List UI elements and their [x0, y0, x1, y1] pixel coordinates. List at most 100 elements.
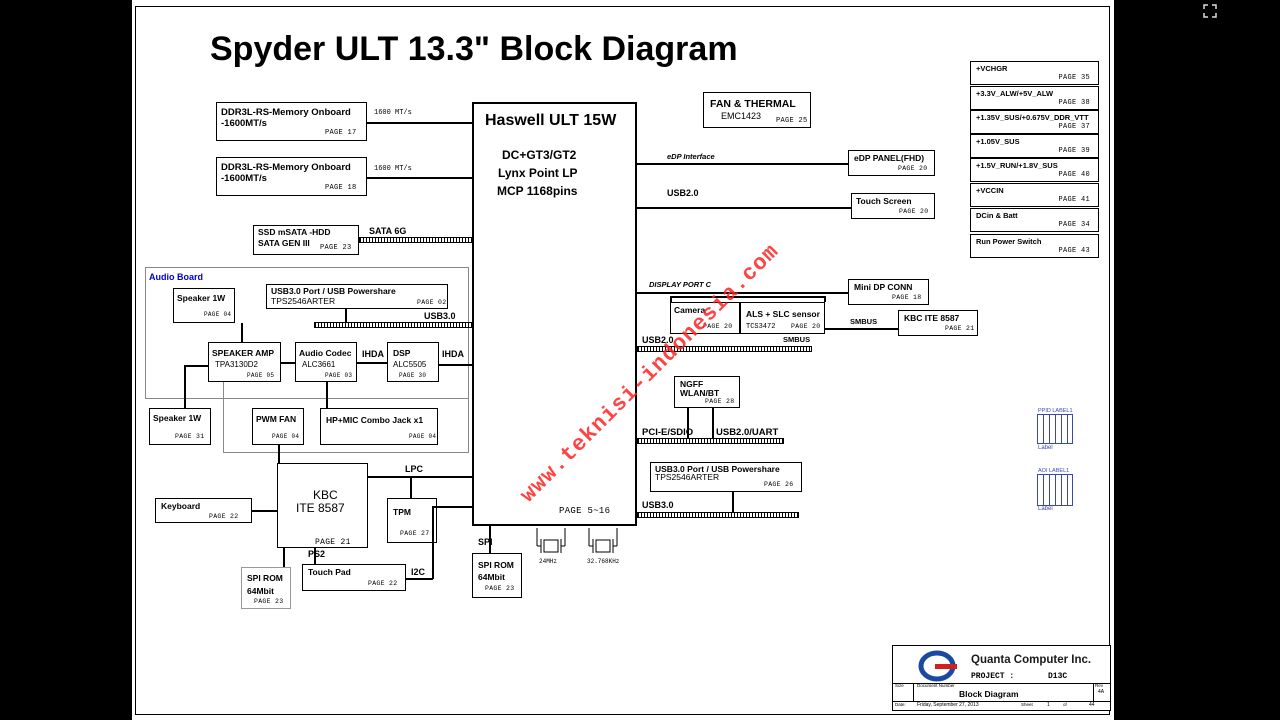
tpm-title: TPM	[393, 507, 411, 517]
spi-rom-left-title: SPI ROM	[247, 573, 283, 583]
minidp-title: Mini DP CONN	[854, 282, 913, 292]
memory-2-page: PAGE 18	[325, 184, 357, 192]
usb3-bottom-label: USB3.0	[642, 500, 674, 510]
usb3-top-sub: TPS2546ARTER	[271, 296, 336, 306]
audio-codec-title: Audio Codec	[299, 348, 352, 358]
usb3-bottom-title: USB3.0 Port / USB Powershare	[655, 464, 780, 474]
kbc-page: PAGE 21	[315, 538, 351, 547]
usb20-label-2: USB2.0	[642, 335, 674, 345]
usb3-top-label: USB3.0	[424, 311, 456, 321]
camera-title: Camera	[674, 305, 706, 315]
memory-2-box: DDR3L-RS-Memory Onboard -1600MT/s PAGE 1…	[216, 157, 367, 196]
usb3-top-bus	[314, 322, 472, 328]
kbc-title: KBC	[313, 488, 338, 502]
dsp-title: DSP	[393, 348, 411, 358]
combo-jack-box: HP+MIC Combo Jack x1 PAGE 04	[320, 408, 438, 445]
touchscreen-page: PAGE 20	[899, 208, 929, 215]
speaker-amp-sub: TPA3130D2	[215, 360, 258, 369]
memory-1-page: PAGE 17	[325, 129, 357, 137]
ssd-page: PAGE 23	[320, 244, 352, 252]
fan-thermal-box: FAN & THERMAL EMC1423 PAGE 25	[703, 92, 811, 128]
spi-rom-left-box: SPI ROM 64Mbit PAGE 23	[241, 567, 291, 609]
usb20-bus	[637, 346, 812, 352]
ngff-title: NGFF	[680, 379, 704, 389]
pcie-bus	[637, 438, 784, 444]
memory-1-title: DDR3L-RS-Memory Onboard	[221, 107, 351, 118]
speaker-1-page: PAGE 04	[204, 311, 232, 318]
power-rail-name: Run Power Switch	[976, 237, 1042, 246]
spi-rom-center-sub: 64Mbit	[478, 572, 505, 582]
power-rail-name: +1.35V_SUS/+0.675V_DDR_VTT	[976, 113, 1089, 122]
of-label: of	[1063, 702, 1067, 707]
power-rail-name: DCin & Batt	[976, 211, 1018, 220]
fan-title: FAN & THERMAL	[710, 98, 796, 110]
touchscreen-title: Touch Screen	[856, 196, 912, 206]
aoi-sub: Label	[1038, 506, 1053, 512]
sata-bus	[359, 237, 472, 243]
fan-page: PAGE 25	[776, 117, 808, 125]
project-label: PROJECT :	[971, 672, 1015, 681]
spi-rom-center-box: SPI ROM 64Mbit PAGE 23	[472, 553, 522, 598]
aoi-label: AOI LABEL1	[1038, 468, 1070, 474]
spi-label: SPI	[478, 537, 493, 547]
date-label: Date:	[895, 702, 906, 707]
kbc-right-title: KBC ITE 8587	[904, 313, 960, 323]
diagram-title: Spyder ULT 13.3" Block Diagram	[210, 30, 738, 68]
docnum-label: Document Number	[917, 683, 955, 688]
quanta-logo	[917, 650, 957, 684]
sheet-value: 1	[1047, 702, 1050, 708]
power-rail-page: PAGE 35	[1058, 74, 1090, 82]
memory-1-sub: -1600MT/s	[221, 118, 267, 129]
power-rail-page: PAGE 39	[1058, 147, 1090, 155]
usb3-top-page: PAGE 02	[417, 299, 447, 306]
usb3-bottom-bus	[637, 512, 799, 518]
power-rail-name: +1.05V_SUS	[976, 137, 1020, 146]
cpu-line3: MCP 1168pins	[497, 184, 578, 198]
power-rail-page: PAGE 34	[1058, 221, 1090, 229]
power-rail-page: PAGE 40	[1058, 171, 1090, 179]
pwm-fan-title: PWM FAN	[256, 414, 297, 424]
memory-2-speed: 1600 MT/s	[374, 165, 412, 173]
ngff-sub: WLAN/BT	[680, 388, 720, 398]
keyboard-title: Keyboard	[161, 501, 201, 511]
cpu-line1: DC+GT3/GT2	[502, 148, 577, 162]
ps2-label: PS2	[308, 549, 326, 559]
crystal-2-label: 32.768KHz	[587, 558, 620, 565]
touchscreen-box: Touch Screen PAGE 20	[851, 193, 935, 219]
usb-uart-label: USB2.0/UART	[716, 427, 779, 438]
audio-codec-box: Audio Codec ALC3661 PAGE 03	[295, 342, 357, 382]
usb3-port-bottom-box: USB3.0 Port / USB Powershare TPS2546ARTE…	[650, 462, 802, 492]
size-label: Size	[895, 683, 904, 688]
touchpad-page: PAGE 22	[368, 580, 398, 587]
edp-interface-label: eDP Interface	[667, 152, 715, 161]
keyboard-page: PAGE 22	[209, 513, 239, 520]
ngff-box: NGFF WLAN/BT PAGE 28	[674, 376, 740, 408]
audio-board-label: Audio Board	[149, 272, 203, 282]
tpm-page: PAGE 27	[400, 530, 430, 537]
memory-2-sub: -1600MT/s	[221, 173, 267, 184]
speaker-2-title: Speaker 1W	[153, 413, 202, 423]
power-rail-name: +3.3V_ALW/+5V_ALW	[976, 89, 1054, 98]
speaker-amp-box: SPEAKER AMP TPA3130D2 PAGE 05	[208, 342, 281, 382]
smbus-label-1: SMBUS	[783, 335, 811, 344]
memory-2-title: DDR3L-RS-Memory Onboard	[221, 162, 351, 173]
ssd-sub: SATA GEN III	[258, 238, 310, 248]
pcie-label: PCI-E/SDIO	[642, 427, 694, 438]
edp-page: PAGE 20	[898, 165, 928, 172]
memory-1-box: DDR3L-RS-Memory Onboard -1600MT/s PAGE 1…	[216, 102, 367, 141]
i2c-label: I2C	[411, 567, 426, 577]
sata-label: SATA 6G	[369, 226, 407, 236]
speaker-1-title: Speaker 1W	[177, 293, 226, 303]
dsp-page: PAGE 30	[399, 372, 427, 379]
memory-1-speed: 1600 MT/s	[374, 109, 412, 117]
power-rail-name: +VCHGR	[976, 64, 1008, 73]
usb3-port-top-box: USB3.0 Port / USB Powershare TPS2546ARTE…	[266, 284, 448, 309]
expand-icon[interactable]	[1203, 4, 1217, 18]
cpu-title: Haswell ULT 15W	[485, 112, 617, 129]
audio-board-region-lower	[223, 382, 469, 453]
audio-board-region	[145, 267, 469, 399]
